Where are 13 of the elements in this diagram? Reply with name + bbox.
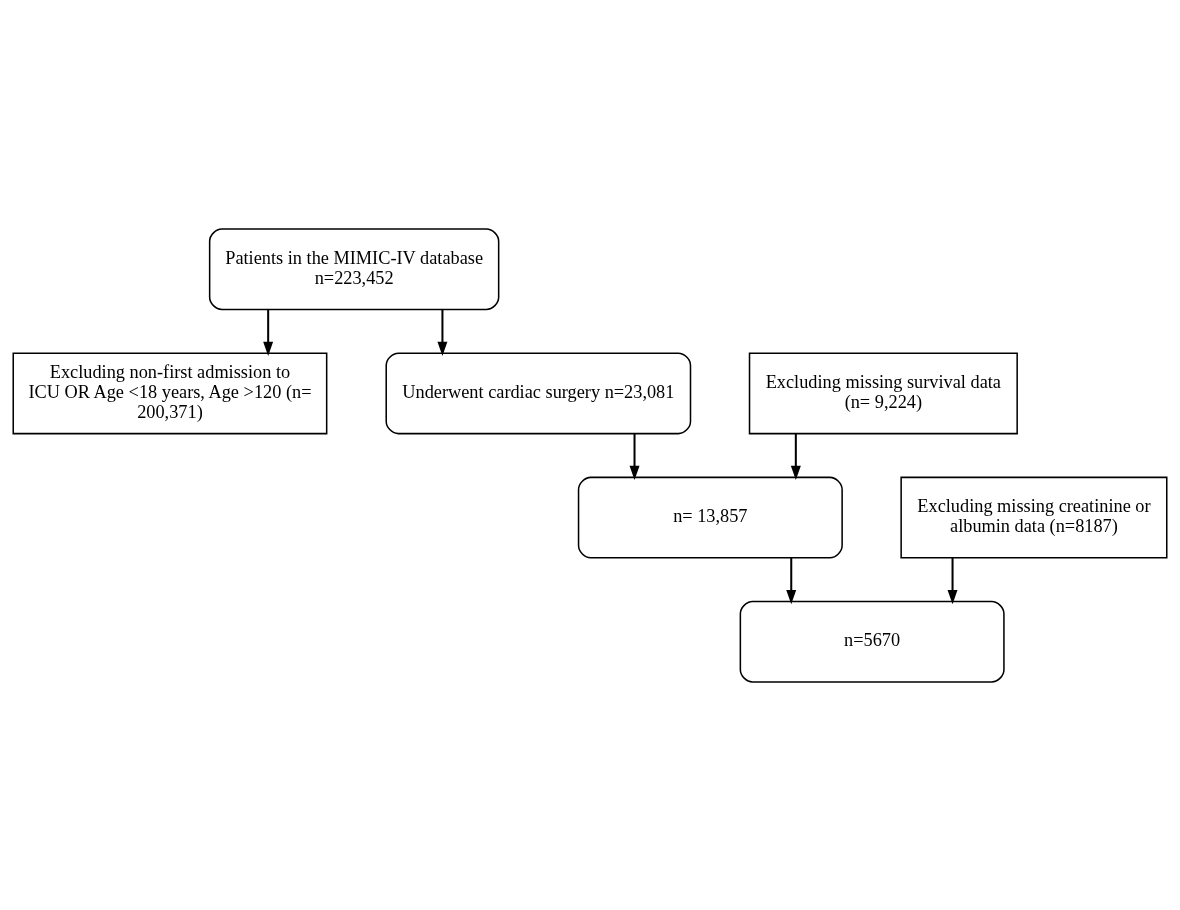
node-box: n=5670 [739,600,1005,683]
node-box: Patients in the MIMIC-IV database n=223,452 [208,227,500,310]
arrow [790,433,801,480]
arrow [437,309,448,356]
arrow [263,309,274,356]
node-box: Excluding non-first admission to ICU OR Age <18 years, Age >120 (n= 200,371) [12,351,328,434]
node-box: Excluding missing creatinine or albumin data (n=8187) [900,476,1168,559]
arrow [786,557,797,604]
arrow [629,433,640,480]
node-box: n= 13,857 [577,476,843,559]
node-box: Excluding missing survival data (n= 9,224) [748,351,1018,434]
node-box: Underwent cardiac surgery n=23,081 [385,351,692,434]
arrow [947,557,958,604]
